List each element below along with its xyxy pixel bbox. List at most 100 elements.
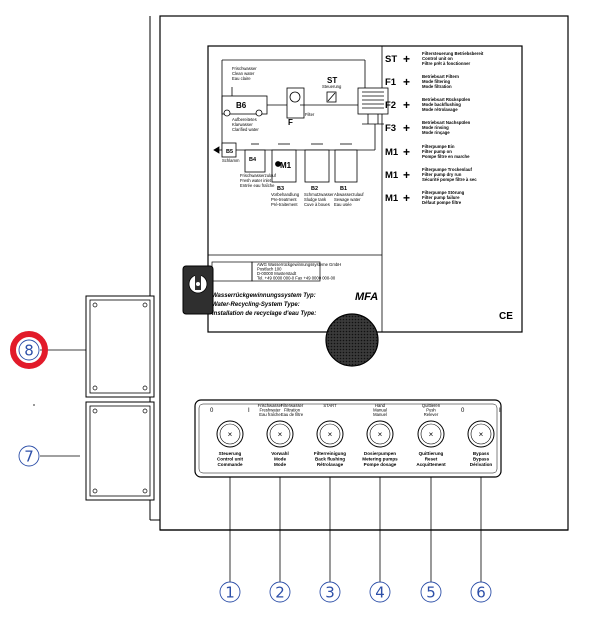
- caption-f-1: Filter: [305, 112, 315, 117]
- button-6-off-mark: 0: [461, 408, 465, 414]
- caption-b4-3: Entrée eau fraîche: [240, 183, 275, 188]
- button-5[interactable]: QuittierenPushRelever×QuittierungResetAc…: [416, 403, 446, 467]
- button-6-label-1: Bypass: [473, 457, 490, 462]
- button-3-knob-outer[interactable]: [316, 420, 344, 448]
- side-panel-7: [85, 401, 155, 501]
- ce-mark: CE: [499, 311, 513, 322]
- button-3-label-1: Back flushing: [315, 457, 345, 462]
- main-switch[interactable]: [182, 265, 214, 315]
- svg-text:+: +: [403, 75, 410, 89]
- button-5-label-2: Acquittement: [416, 462, 446, 467]
- legend-item-f1: F1 + Betriebsart Filtern Mode filtering …: [385, 74, 459, 89]
- button-1-off-mark: 0: [210, 408, 214, 414]
- button-5-knob-outer[interactable]: [417, 420, 445, 448]
- label-st: ST: [327, 76, 337, 85]
- label-b5: B5: [226, 149, 233, 155]
- button-6-knob-inner: [470, 423, 492, 445]
- side-panel-8: [85, 295, 155, 398]
- button-1-on-mark: I: [248, 408, 250, 414]
- caption-b2-3: Cuve à boues: [304, 202, 330, 207]
- sub-b6-3: Clarified water: [232, 127, 259, 132]
- button-3-knob-inner: [319, 423, 341, 445]
- callout-3: 3: [319, 477, 341, 603]
- callout-6-ring: [470, 581, 492, 603]
- schematic-panel: B6 Frischwasser Clean water Eau claire A…: [207, 45, 523, 333]
- caption-b1-2: Sewage water: [334, 197, 361, 202]
- caption-b3-3: Pré-traitement: [271, 202, 298, 207]
- callout-6: 6: [470, 477, 492, 603]
- callout-7: 7: [18, 445, 80, 467]
- button-2-knob-outer[interactable]: [266, 420, 294, 448]
- svg-text:Mode rinçage: Mode rinçage: [422, 130, 450, 135]
- button-2-label-1: Mode: [274, 457, 286, 462]
- button-1-knob-outer[interactable]: [216, 420, 244, 448]
- button-4-knob-outer[interactable]: [366, 420, 394, 448]
- callout-3-ring: [319, 581, 341, 603]
- button-2-label-0: Vorwahl: [271, 451, 289, 456]
- sub-b6-2: Klarwasser: [232, 122, 253, 127]
- callout-8-label: 8: [24, 342, 34, 360]
- tank-b5: [221, 142, 237, 158]
- svg-text:+: +: [403, 52, 410, 66]
- callout-4-ring: [369, 581, 391, 603]
- svg-text:Filterpumpe Trockenlauf: Filterpumpe Trockenlauf: [422, 167, 472, 172]
- svg-text:Filter pump on: Filter pump on: [422, 149, 452, 154]
- tank-b1: [334, 149, 358, 183]
- button-6-knob-outer[interactable]: [467, 420, 495, 448]
- svg-text:Mode rinsing: Mode rinsing: [422, 125, 449, 130]
- button-5-label-1: Reset: [425, 457, 438, 462]
- button-2-top-a-1: Freshwater: [260, 408, 282, 413]
- label-b1: B1: [340, 186, 347, 192]
- caption-st-1: Steuerung: [322, 84, 342, 89]
- svg-text:+: +: [403, 168, 410, 182]
- svg-text:Betriebsart Filtern: Betriebsart Filtern: [422, 74, 459, 79]
- caption-b4-1: Frischwasserzulauf: [240, 173, 277, 178]
- svg-text:+: +: [403, 145, 410, 159]
- button-plate: [194, 399, 502, 478]
- button-1-label-0: Steuerung: [219, 451, 242, 456]
- callout-6-label: 6: [476, 584, 486, 602]
- button-4-knob-mark: ×: [378, 430, 383, 439]
- serial-box: [251, 261, 321, 282]
- legend-item-m1-on: M1 + Filterpumpe Ein Filter pump on Pomp…: [385, 144, 470, 159]
- button-5-top-0: Quittieren: [422, 403, 441, 408]
- legend-item-m1-dry: M1 + Filterpumpe Trockenlauf Filter pump…: [385, 167, 477, 182]
- legend-item-f2: F2 + Betriebsart Rückspülen Mode backflu…: [385, 97, 471, 112]
- callout-4-label: 4: [375, 584, 385, 602]
- svg-text:M1: M1: [385, 193, 399, 204]
- callout-4: 4: [369, 477, 391, 603]
- caption-b6-3: Eau claire: [232, 76, 251, 81]
- button-5-knob-mark: ×: [429, 430, 434, 439]
- svg-text:+: +: [403, 98, 410, 112]
- svg-text:Mode filtering: Mode filtering: [422, 79, 451, 84]
- label-f: F: [288, 118, 293, 127]
- caption-b6-1: Frischwasser: [232, 66, 257, 71]
- svg-text:Mode filtration: Mode filtration: [422, 84, 452, 89]
- button-6-label-0: Bypass: [473, 451, 490, 456]
- caption-b2-2: Sludge tank: [304, 197, 327, 202]
- caption-b2-1: Schmutzwasser: [304, 192, 334, 197]
- button-4-label-0: Dosierpumpen: [364, 451, 396, 456]
- svg-text:Betriebsart Nachspülen: Betriebsart Nachspülen: [422, 120, 471, 125]
- callout-5-ring: [420, 581, 442, 603]
- callout-1: 1: [219, 477, 241, 603]
- svg-text:Mode backflushing: Mode backflushing: [422, 102, 461, 107]
- svg-text:Filter pump failure: Filter pump failure: [422, 195, 460, 200]
- tank-b4: [244, 149, 266, 173]
- sub-b6-1: Aufbereitetes: [232, 117, 257, 122]
- button-2-top-b-1: Filtration: [284, 408, 301, 413]
- button-4-label-2: Pompe dosage: [364, 462, 397, 467]
- svg-text:F2: F2: [385, 100, 396, 111]
- button-4-top-0: Hand: [375, 403, 386, 408]
- label-b2: B2: [311, 186, 318, 192]
- svg-text:+: +: [403, 191, 410, 205]
- callout-1-label: 1: [225, 584, 235, 602]
- button-3-label-0: Filterreinigung: [314, 451, 346, 456]
- button-1-label-1: Control unit: [217, 457, 243, 462]
